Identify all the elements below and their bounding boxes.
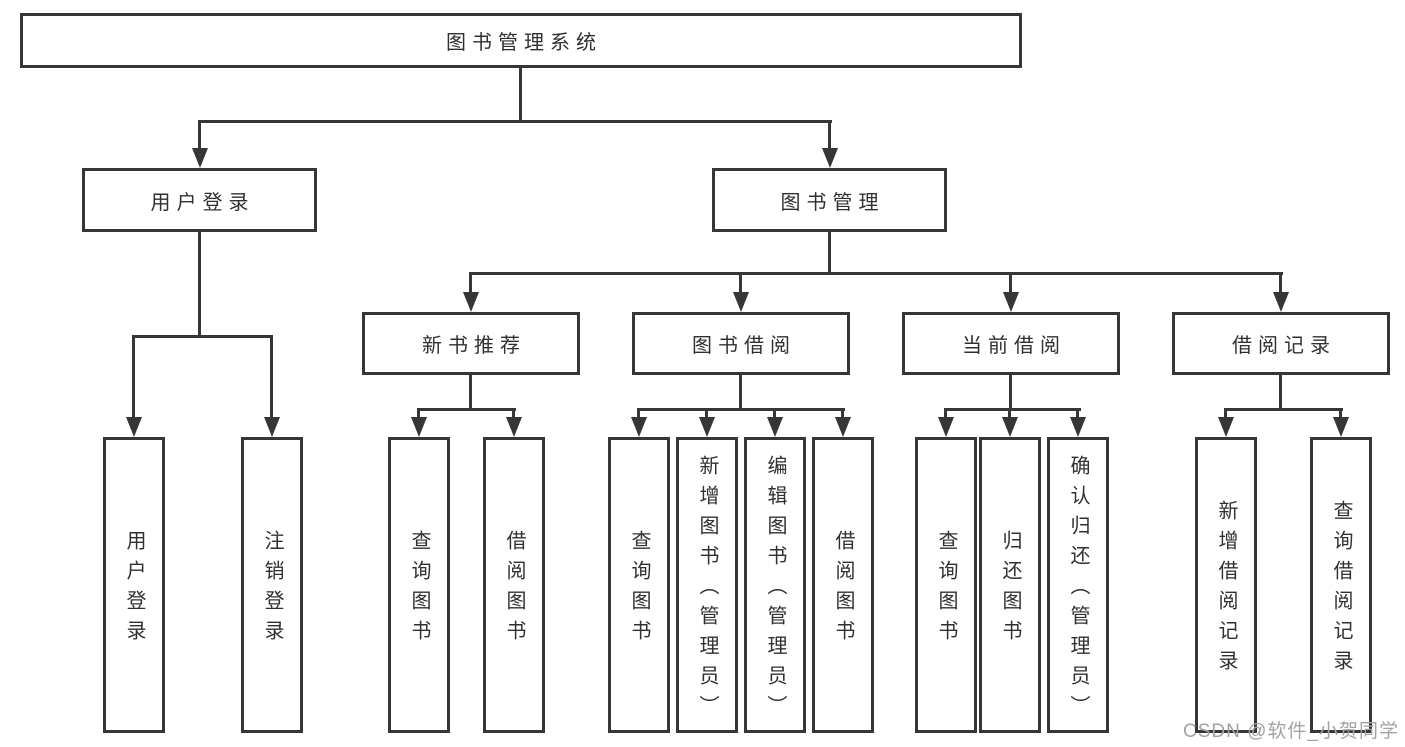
leaf-add-books-admin: 新增图书（管理员） (676, 437, 738, 733)
node-label: 确认归还（管理员） (1067, 455, 1089, 725)
node-current-borrowing: 当前借阅 (902, 312, 1120, 375)
node-label: 新增借阅记录 (1215, 500, 1237, 680)
leaf-user-login: 用户登录 (103, 437, 165, 733)
connector-line (270, 335, 273, 417)
arrow-down-icon (699, 417, 715, 437)
connector-line (739, 375, 742, 410)
leaf-add-borrow-record: 新增借阅记录 (1195, 437, 1257, 733)
leaf-logout: 注销登录 (241, 437, 303, 733)
connector-line (841, 408, 844, 420)
arrow-down-icon (463, 292, 479, 312)
node-label: 图书借阅 (692, 335, 796, 357)
node-label: 查询图书 (628, 530, 650, 650)
node-book-management: 图书管理 (712, 168, 947, 232)
leaf-query-books-2: 查询图书 (608, 437, 670, 733)
connector-line (1339, 408, 1342, 420)
connector-line (1076, 408, 1079, 420)
node-label: 编辑图书（管理员） (764, 455, 786, 725)
arrow-down-icon (631, 417, 647, 437)
leaf-query-books-3: 查询图书 (915, 437, 977, 733)
leaf-borrow-books-2: 借阅图书 (812, 437, 874, 733)
connector-line (1224, 408, 1227, 420)
connector-line (1009, 375, 1012, 410)
arrow-down-icon (733, 292, 749, 312)
arrow-down-icon (1003, 292, 1019, 312)
connector-line (1224, 408, 1343, 411)
node-label: 查询图书 (408, 530, 430, 650)
node-new-book-recommendation: 新书推荐 (362, 312, 580, 375)
csdn-watermark: CSDN @软件_小贺同学 (1183, 721, 1399, 742)
leaf-borrow-books-1: 借阅图书 (483, 437, 545, 733)
arrow-down-icon (835, 417, 851, 437)
arrow-down-icon (264, 417, 280, 437)
connector-line (198, 120, 201, 150)
leaf-return-books: 归还图书 (979, 437, 1041, 733)
connector-line (417, 408, 420, 420)
node-label: 用户登录 (123, 530, 145, 650)
node-label: 图书管理系统 (446, 32, 602, 54)
connector-line (739, 272, 742, 294)
arrow-down-icon (1333, 417, 1349, 437)
connector-line (198, 232, 201, 338)
node-label: 新增图书（管理员） (696, 455, 718, 725)
connector-line (828, 120, 831, 150)
connector-line (705, 408, 708, 420)
arrow-down-icon (1273, 292, 1289, 312)
connector-line (519, 68, 522, 120)
arrow-down-icon (1002, 417, 1018, 437)
node-label: 图书管理 (780, 191, 885, 214)
node-borrowing-records: 借阅记录 (1172, 312, 1390, 375)
connector-line (1279, 272, 1282, 294)
connector-line (637, 408, 845, 411)
arrow-down-icon (411, 417, 427, 437)
connector-line (469, 272, 1283, 275)
node-user-login: 用户登录 (82, 168, 317, 232)
node-label: 当前借阅 (962, 335, 1066, 357)
connector-line (198, 120, 832, 123)
node-label: 归还图书 (999, 530, 1021, 650)
arrow-down-icon (1070, 417, 1086, 437)
leaf-confirm-return-admin: 确认归还（管理员） (1047, 437, 1109, 733)
node-book-borrowing: 图书借阅 (632, 312, 850, 375)
arrow-down-icon (192, 148, 208, 168)
node-label: 借阅图书 (503, 530, 525, 650)
node-label: 借阅图书 (832, 530, 854, 650)
node-label: 注销登录 (261, 530, 283, 650)
connector-line (469, 375, 472, 410)
leaf-query-borrow-record: 查询借阅记录 (1310, 437, 1372, 733)
node-library-management-system: 图书管理系统 (20, 13, 1022, 68)
arrow-down-icon (767, 417, 783, 437)
node-label: 用户登录 (150, 191, 255, 214)
connector-line (828, 232, 831, 275)
node-label: 查询图书 (935, 530, 957, 650)
connector-line (1008, 408, 1011, 420)
arrow-down-icon (126, 417, 142, 437)
arrow-down-icon (938, 417, 954, 437)
connector-line (1009, 272, 1012, 294)
connector-line (132, 335, 273, 338)
connector-line (417, 408, 516, 411)
connector-line (512, 408, 515, 420)
arrow-down-icon (1218, 417, 1234, 437)
connector-line (944, 408, 1081, 411)
connector-line (1279, 375, 1282, 410)
connector-line (132, 335, 135, 417)
node-label: 新书推荐 (422, 335, 526, 357)
arrow-down-icon (506, 417, 522, 437)
leaf-edit-books-admin: 编辑图书（管理员） (744, 437, 806, 733)
connector-line (944, 408, 947, 420)
connector-line (637, 408, 640, 420)
connector-line (773, 408, 776, 420)
leaf-query-books-1: 查询图书 (388, 437, 450, 733)
node-label: 借阅记录 (1232, 335, 1336, 357)
node-label: 查询借阅记录 (1330, 500, 1352, 680)
connector-line (469, 272, 472, 294)
arrow-down-icon (822, 148, 838, 168)
